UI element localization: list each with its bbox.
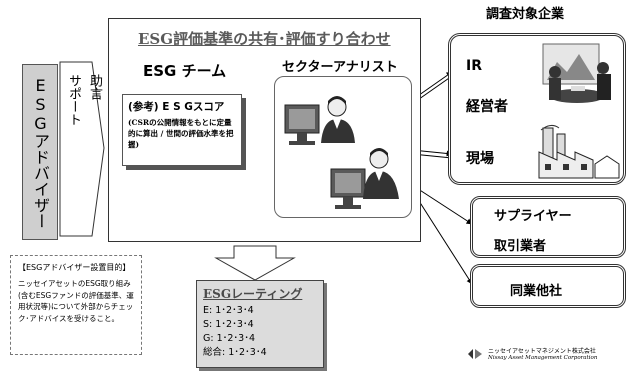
meeting-illustration-icon [542,43,611,103]
advice-arrow [59,61,105,237]
analyst-to-supplier-arrow [411,184,473,225]
rating-down-arrow [214,245,296,281]
logo-name-jp: ニッセイアセットマネジメント株式会社 [488,348,596,355]
purpose-body: ニッセイアセットのESG取り組み(含むESGファンドの評価基準、運用状況等)につ… [18,279,134,323]
frame-title: ESG評価基準の共有･評価すり合わせ [138,30,391,48]
analyst-box [274,76,412,218]
esg-score-title: (参考) E S Gスコア [128,101,225,113]
company-logo: ニッセイアセットマネジメント株式会社 Nissay Asset Manageme… [466,346,597,361]
esg-adviser-label: ESGアドバイザー [31,75,50,229]
target-companies-title: 調査対象企業 [486,7,565,22]
analyst-to-peers-arrow [411,189,473,285]
support-label: サポート [66,74,81,126]
target-companies-box [448,33,626,185]
esg-team-label: ESG チーム [143,62,227,80]
company-site-label: 現場 [466,151,494,167]
advice-label: 助言 [87,74,102,100]
peers-box [470,264,626,308]
esg-rating-box: ESGレーティング E: 1･2･3･4 S: 1･2･3･4 G: 1･2･3… [196,280,324,368]
advice-support-label: 助言 サポート [64,74,104,230]
nissay-logo-icon [468,348,482,359]
esg-rating-title: ESGレーティング [203,287,303,301]
peers-label: 同業他社 [510,284,563,299]
esg-score-box: (参考) E S Gスコア (CSRの公開情報をもとに定量的に算出 / 世間の評… [122,94,242,166]
esg-adviser-box: ESGアドバイザー [22,64,58,240]
rating-g-line: G: 1･2･3･4 [203,333,256,344]
adviser-purpose-note: 【ESGアドバイザー設置目的】 ニッセイアセットのESG取り組み(含むESGファ… [10,255,142,355]
company-manager-label: 経営者 [466,99,508,115]
analyst-illustration [284,96,399,209]
factory-icon [538,124,620,179]
supplier-box [470,196,626,258]
supplier-label: サプライヤー [494,209,572,224]
purpose-title: 【ESGアドバイザー設置目的】 [18,263,131,272]
logo-name-en: Nissay Asset Management Corporation [488,355,598,361]
sector-analyst-label: セクターアナリスト [282,60,398,75]
esg-score-description: (CSRの公開情報をもとに定量的に算出 / 世間の評価水準を把握) [128,118,234,149]
business-partner-label: 取引業者 [494,239,547,254]
rating-total-line: 総合: 1･2･3･4 [203,347,267,358]
rating-s-line: S: 1･2･3･4 [203,319,254,330]
rating-e-line: E: 1･2･3･4 [203,305,254,316]
analyst-at-computer-icon [330,148,399,209]
company-ir-label: IR [466,58,482,74]
analyst-at-computer-icon [284,96,355,145]
